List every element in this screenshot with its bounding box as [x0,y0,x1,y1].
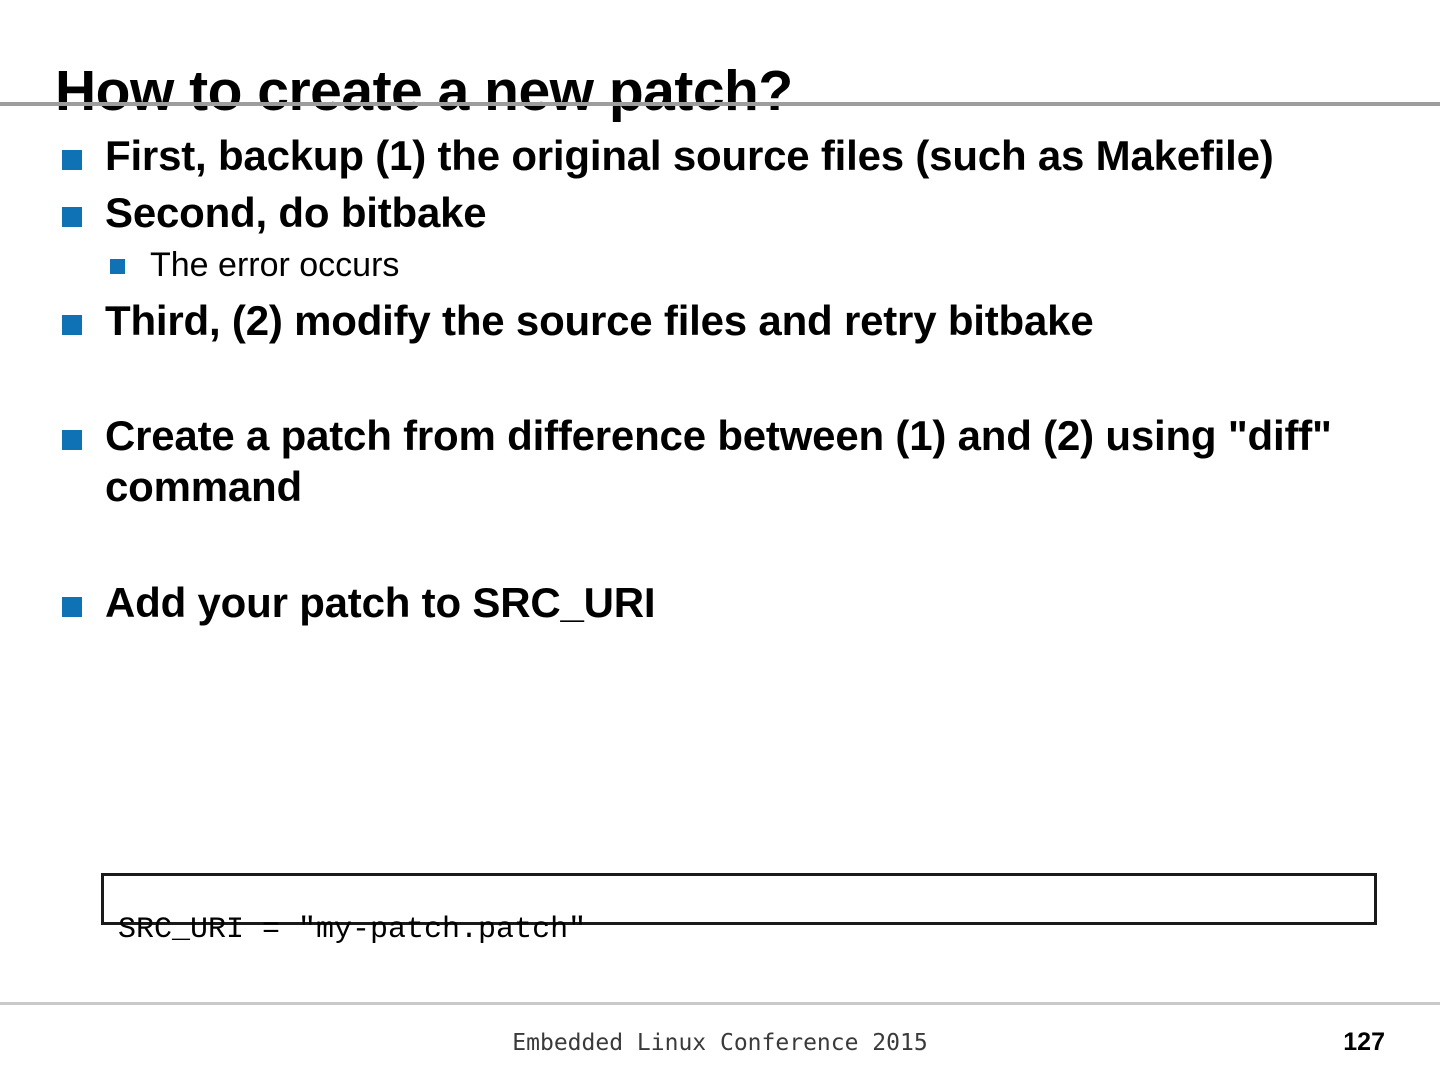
footer-divider [0,1002,1440,1005]
bullet-item-5: Add your patch to SRC_URI [0,577,1440,628]
page-number: 127 [1343,1028,1385,1056]
bullet-item-1: First, backup (1) the original source fi… [0,130,1440,181]
bullet-item-2: Second, do bitbake [0,187,1440,238]
square-bullet-icon [62,596,82,617]
square-bullet-icon [62,314,82,335]
slide-body: First, backup (1) the original source fi… [0,130,1440,634]
page-title: How to create a new patch? [55,59,793,124]
bullet-item-3-label: Third, (2) modify the source files and r… [105,296,1094,344]
square-bullet-icon [62,150,82,170]
spacer-2 [0,519,1440,577]
code-snippet-box: SRC_URI = "my-patch.patch" [101,873,1377,947]
sub-bullet-item-1: The error occurs [0,244,1440,287]
bullet-item-4-label: Create a patch from difference between (… [105,412,1332,511]
bullet-item-4: Create a patch from difference between (… [0,410,1440,512]
spacer-1 [0,352,1440,410]
footer-conference-label: Embedded Linux Conference 2015 [512,1030,928,1056]
square-bullet-icon [62,430,82,451]
title-divider [0,102,1440,106]
sub-bullet-item-1-label: The error occurs [150,246,400,285]
bullet-item-5-label: Add your patch to SRC_URI [105,578,656,626]
bullet-item-2-label: Second, do bitbake [105,189,487,237]
code-snippet-text: SRC_URI = "my-patch.patch" [118,913,587,947]
square-bullet-icon [110,259,125,275]
square-bullet-icon [62,207,82,228]
bullet-item-3: Third, (2) modify the source files and r… [0,295,1440,346]
bullet-item-1-label: First, backup (1) the original source fi… [105,132,1274,179]
